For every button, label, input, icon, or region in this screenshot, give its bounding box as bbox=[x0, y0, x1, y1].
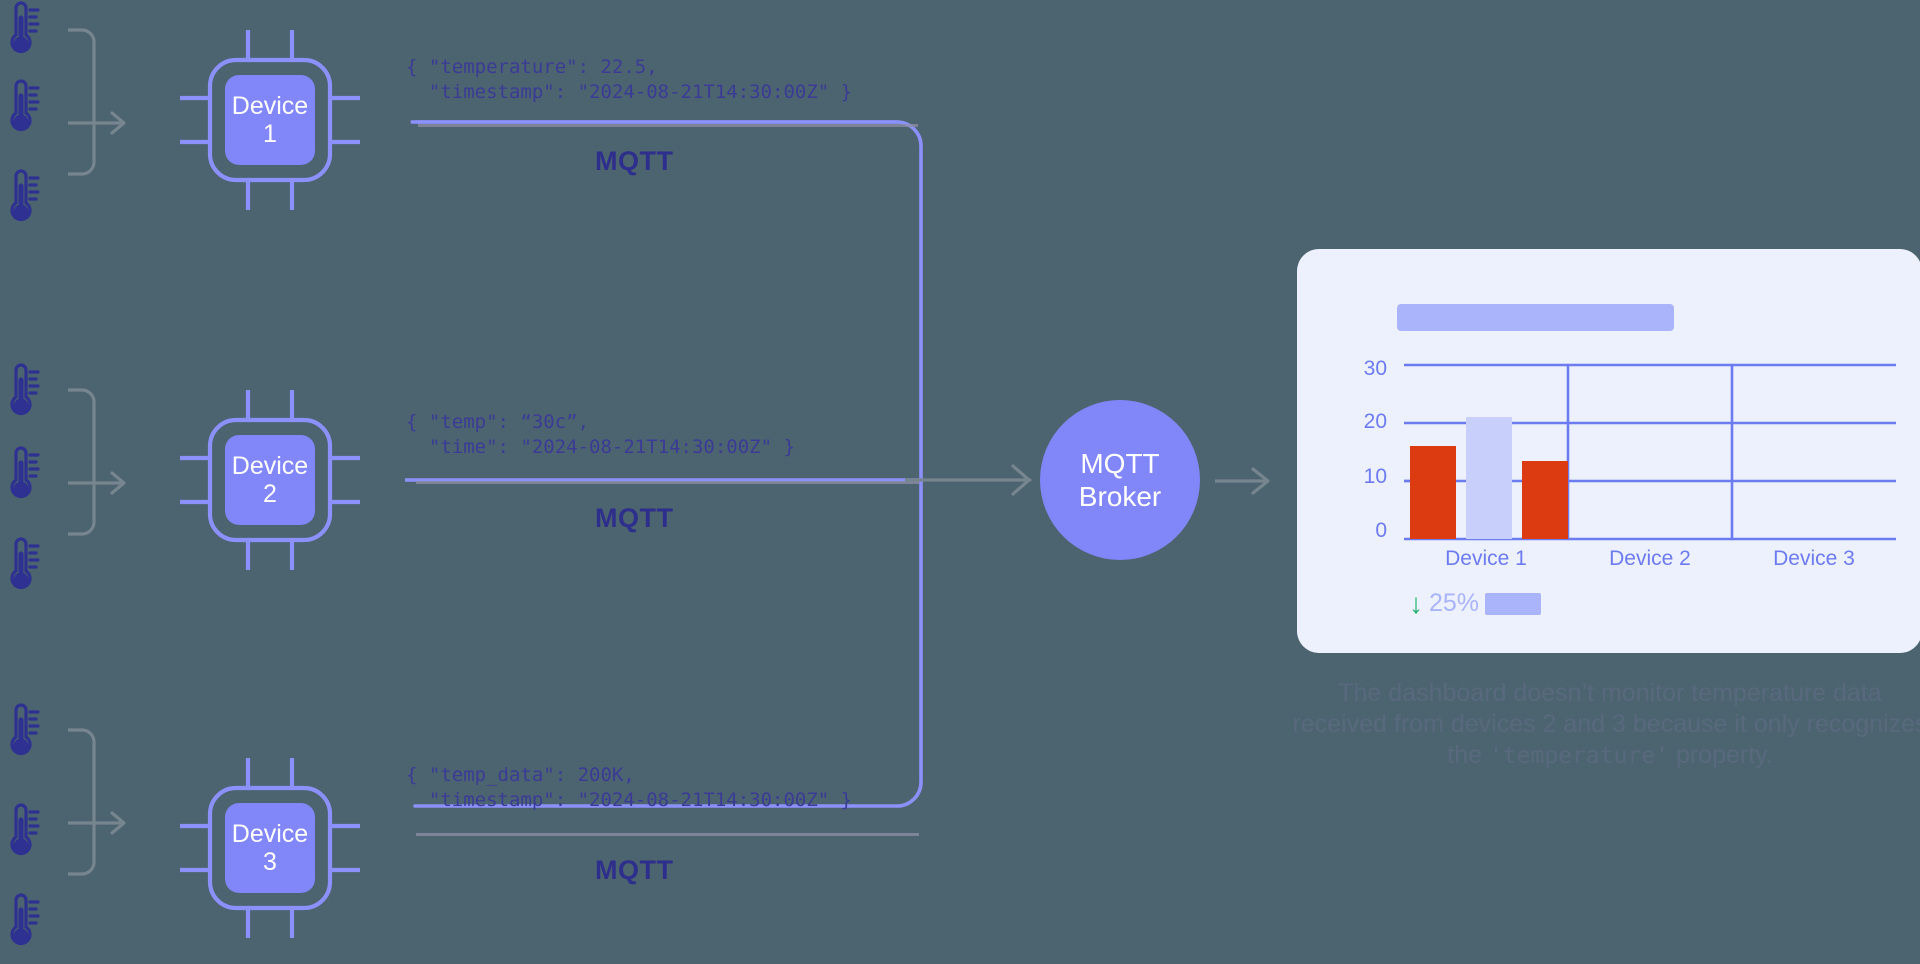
delta-placeholder-bar bbox=[1485, 592, 1542, 615]
dashboard-caption: The dashboard doesn’t monitor temperatur… bbox=[1290, 678, 1920, 771]
device-1-payload: { "temperature": 22.5, "timestamp": "202… bbox=[406, 56, 853, 104]
caption-code-open: ' bbox=[1488, 743, 1503, 769]
arrow-to-broker bbox=[903, 455, 1055, 510]
caption-text-part2: property. bbox=[1669, 741, 1773, 769]
device-1-label-line1: Device bbox=[231, 92, 309, 120]
delta-indicator: ↓ 25% bbox=[1409, 587, 1542, 619]
device-2-payload: { "temp": “30c”, "time": "2024-08-21T14:… bbox=[406, 411, 795, 459]
caption-code-close: ' bbox=[1655, 743, 1669, 769]
thermometer-icon bbox=[2, 76, 42, 138]
device-1-label-line2: 1 bbox=[263, 120, 277, 148]
caption-code-temperature: temperature bbox=[1502, 743, 1656, 769]
y-axis-tick-30: 30 bbox=[1363, 357, 1387, 380]
sensor-bracket-device-2 bbox=[60, 385, 140, 560]
x-axis-tick-device-2: Device 2 bbox=[1609, 547, 1691, 570]
device-3-mqtt-label: MQTT bbox=[595, 855, 674, 885]
thermometer-icon bbox=[2, 0, 42, 60]
device-3-label-line1: Device bbox=[231, 820, 309, 848]
device-1-mqtt-rule bbox=[418, 124, 918, 127]
device-2-label-line2: 2 bbox=[263, 480, 277, 508]
arrow-down-icon: ↓ bbox=[1409, 587, 1423, 619]
bar-group-device-1 bbox=[1410, 417, 1568, 539]
arrow-to-dashboard bbox=[1213, 465, 1285, 502]
thermometer-icon bbox=[2, 800, 42, 862]
device-2-label-line1: Device bbox=[231, 452, 309, 480]
y-axis-tick-20: 20 bbox=[1363, 410, 1387, 433]
thermometer-icon bbox=[2, 534, 42, 596]
x-axis-tick-device-1: Device 1 bbox=[1445, 547, 1527, 570]
thermometer-icon bbox=[2, 700, 42, 762]
sensor-bracket-device-1 bbox=[60, 25, 140, 200]
thermometer-icon bbox=[2, 890, 42, 952]
device-1-mqtt-label: MQTT bbox=[595, 146, 674, 176]
dashboard-title-placeholder bbox=[1397, 304, 1674, 331]
caption-text-part1: The dashboard doesn’t monitor temperatur… bbox=[1292, 679, 1920, 769]
dashboard-card[interactable]: 30 20 10 0 bbox=[1297, 249, 1920, 653]
x-axis-tick-device-3: Device 3 bbox=[1773, 547, 1855, 570]
bar-series-b bbox=[1466, 417, 1512, 539]
device-2-mqtt-label: MQTT bbox=[595, 503, 674, 533]
bar-chart-plot bbox=[1404, 361, 1896, 552]
device-3-payload: { "temp_data": 200K, "timestamp": "2024-… bbox=[406, 764, 853, 812]
thermometer-icon bbox=[2, 166, 42, 228]
device-3-label-line2: 3 bbox=[263, 848, 277, 876]
delta-value: 25% bbox=[1429, 589, 1480, 617]
broker-label-line2: Broker bbox=[1078, 481, 1162, 512]
sensor-bracket-device-3 bbox=[60, 725, 140, 900]
thermometer-icon bbox=[2, 360, 42, 422]
y-axis-tick-0: 0 bbox=[1375, 519, 1387, 542]
thermometer-icon bbox=[2, 443, 42, 505]
bar-series-a bbox=[1410, 446, 1456, 539]
device-3-mqtt-rule bbox=[416, 833, 919, 836]
device-2-mqtt-rule bbox=[416, 481, 919, 484]
y-axis-tick-10: 10 bbox=[1363, 465, 1387, 488]
bar-series-c bbox=[1522, 461, 1568, 539]
broker-label-line1: MQTT bbox=[1080, 447, 1160, 479]
mqtt-pipe-routing bbox=[403, 110, 965, 855]
